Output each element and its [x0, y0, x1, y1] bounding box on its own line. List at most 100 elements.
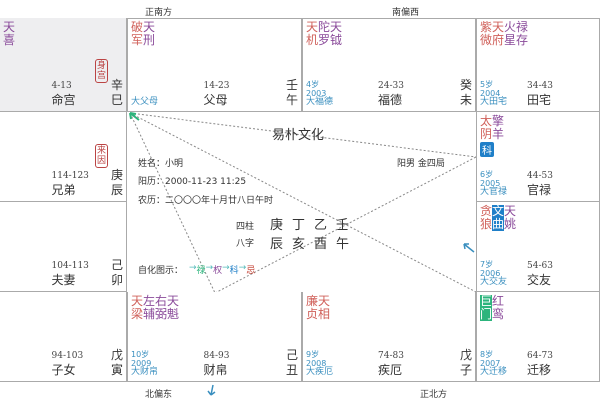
- star[interactable]: 天姚: [504, 205, 516, 231]
- star[interactable]: 天府: [492, 21, 504, 47]
- star[interactable]: 天机: [306, 21, 318, 47]
- bazi-stem: 壬: [336, 218, 350, 233]
- star-char: 狼: [480, 217, 493, 231]
- arrow-icon: →: [238, 263, 247, 273]
- star-char: 天: [131, 294, 144, 308]
- star[interactable]: 天相: [318, 295, 330, 321]
- palace-name[interactable]: 田宅: [527, 93, 552, 107]
- solar-date: 阳历：2000-11-23 11:25: [138, 177, 247, 187]
- star[interactable]: 擎羊: [492, 115, 504, 141]
- legend-item: 科: [229, 266, 239, 276]
- palace-name[interactable]: 疾厄: [378, 363, 403, 377]
- center-title: 易朴文化: [272, 128, 325, 143]
- direction-top-right: 南偏西: [392, 8, 420, 18]
- blue-arrow-icon: [463, 243, 475, 253]
- star-char: 门: [480, 307, 493, 321]
- star-char: 相: [318, 307, 331, 321]
- star[interactable]: 巨门: [480, 295, 492, 321]
- palace-tag: 身宫: [95, 59, 108, 83]
- star[interactable]: 红鸾: [492, 295, 504, 321]
- direction-top-left: 正南方: [145, 8, 173, 18]
- star[interactable]: 禄存: [516, 21, 528, 47]
- legend-item: 权: [213, 266, 223, 276]
- age-range: 34-43: [527, 81, 553, 91]
- star-char: 文: [492, 204, 505, 218]
- palace-name[interactable]: 迁移: [527, 363, 552, 377]
- ganzhi: 戊子: [459, 348, 472, 377]
- palace-name[interactable]: 父母: [203, 93, 228, 107]
- star[interactable]: 左辅: [143, 295, 155, 321]
- palace-name[interactable]: 子女: [51, 363, 76, 377]
- star-list: 贪狼文曲天姚: [480, 205, 516, 231]
- star-char: 梁: [131, 307, 144, 321]
- star[interactable]: 陀罗: [318, 21, 330, 47]
- bazi-branch: 午: [336, 237, 350, 252]
- ganzhi: 己丑: [285, 348, 298, 377]
- star[interactable]: 右弼: [155, 295, 167, 321]
- age-range: 104-113: [51, 261, 89, 271]
- ganzhi: 癸未: [459, 78, 472, 107]
- star[interactable]: 天刑: [143, 21, 155, 47]
- palace-name[interactable]: 交友: [527, 273, 552, 287]
- star[interactable]: 太阴: [480, 115, 492, 141]
- palace-name[interactable]: 兄弟: [51, 183, 76, 197]
- star[interactable]: 文曲: [492, 205, 504, 231]
- palace-name[interactable]: 财帛: [203, 363, 228, 377]
- decade-palace: 大父母: [131, 97, 159, 107]
- star-char: 钺: [330, 33, 343, 47]
- palace-name[interactable]: 夫妻: [51, 273, 76, 287]
- star[interactable]: 天钺: [330, 21, 342, 47]
- star[interactable]: 紫微: [480, 21, 492, 47]
- ganzhi: 戊寅: [110, 348, 123, 377]
- age-range: 74-83: [378, 351, 404, 361]
- bazi-stem: 乙: [314, 218, 328, 233]
- star-char: 贞: [306, 307, 319, 321]
- star-char: 姚: [504, 217, 517, 231]
- star[interactable]: 廉贞: [306, 295, 318, 321]
- star[interactable]: 天魁: [167, 295, 179, 321]
- star[interactable]: 贪狼: [480, 205, 492, 231]
- bazi-stem: 丁: [292, 218, 306, 233]
- star-char: 天: [318, 294, 331, 308]
- star-char: 天: [3, 20, 16, 34]
- star-char: 天: [330, 20, 343, 34]
- star-char: 魁: [167, 307, 180, 321]
- lunar-date: 农历：二〇〇〇年十月廿八日午时: [138, 196, 274, 206]
- star[interactable]: 破军: [131, 21, 143, 47]
- star[interactable]: 天喜: [3, 21, 15, 47]
- star-list: 廉贞天相: [306, 295, 330, 321]
- age-range: 44-53: [527, 171, 553, 181]
- palace-name[interactable]: 福德: [378, 93, 403, 107]
- star[interactable]: 火星: [504, 21, 516, 47]
- palace-name[interactable]: 官禄: [527, 183, 552, 197]
- star-char: 火: [504, 20, 517, 34]
- decade-palace: 大迁移: [480, 367, 508, 377]
- star-char: 红: [492, 294, 505, 308]
- age-range: 114-123: [51, 171, 89, 181]
- star-char: 鸾: [492, 307, 505, 321]
- palace-tag: 来因: [95, 144, 108, 168]
- gender-bureau: 阳男 金四局: [397, 159, 445, 169]
- decade-palace: 大疾厄: [306, 367, 334, 377]
- palace-name[interactable]: 命宫: [51, 93, 76, 107]
- bazi-label-2: 八字: [236, 239, 255, 249]
- arrow-icon: →: [205, 263, 214, 273]
- legend-label: 自化图示：: [138, 266, 184, 276]
- star-char: 天: [306, 20, 319, 34]
- star[interactable]: 天梁: [131, 295, 143, 321]
